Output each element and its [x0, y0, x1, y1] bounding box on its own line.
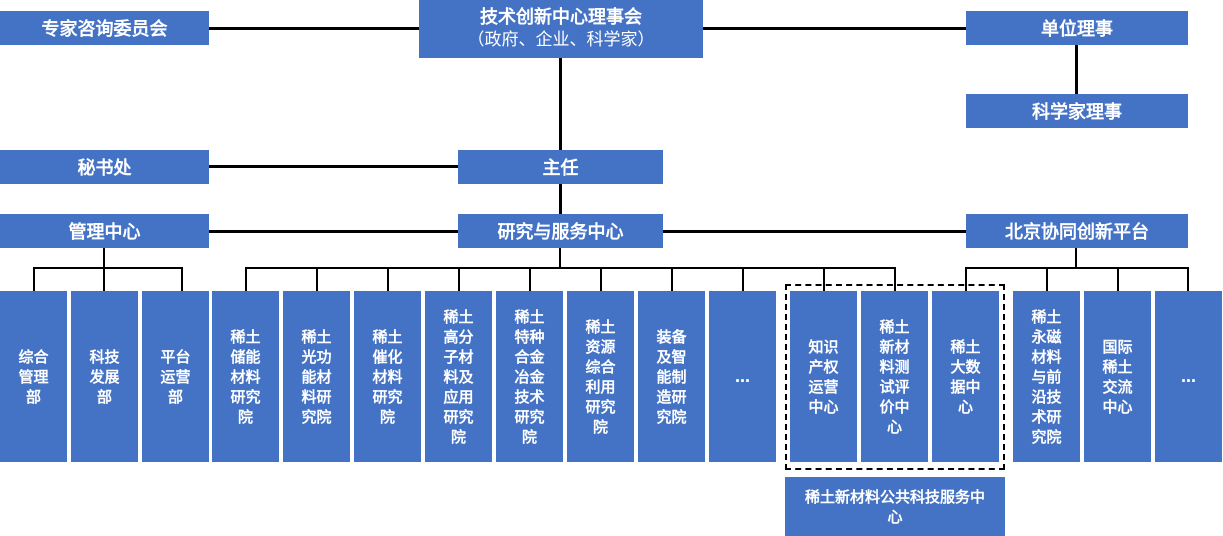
management-department-box: 科技发展部 — [71, 291, 138, 462]
connector-line — [33, 267, 35, 291]
management-department-box: 平台运营部 — [142, 291, 209, 462]
connector-line — [458, 267, 460, 291]
research-institute-box: 稀土光功能材料研究院 — [283, 291, 350, 462]
research-institute-label: 稀土高分子材料及应用研究院 — [443, 307, 474, 446]
connector-line — [894, 267, 896, 291]
connector-line — [316, 267, 318, 291]
expert-committee-label: 专家咨询委员会 — [41, 19, 168, 40]
connector-line — [209, 27, 419, 30]
beijing-unit-label: 国际稀土交流中心 — [1102, 337, 1133, 416]
council-title: 技术创新中心理事会 — [480, 7, 642, 28]
management-center-label: 管理中心 — [68, 222, 141, 243]
beijing-unit-label: … — [1181, 367, 1196, 386]
beijing-unit-box: … — [1155, 291, 1222, 462]
research-institute-box: 稀土资源综合利用研究院 — [567, 291, 634, 462]
beijing-platform-label: 北京协同创新平台 — [1005, 222, 1149, 243]
research-institute-box: 稀土储能材料研究院 — [212, 291, 279, 462]
research-institute-label: 稀土储能材料研究院 — [230, 327, 261, 426]
secretariat-label: 秘书处 — [77, 158, 132, 179]
service-center-box: 稀土大数据中心 — [932, 291, 999, 462]
connector-line — [965, 267, 1189, 269]
connector-line — [1117, 267, 1119, 291]
connector-line — [209, 230, 458, 233]
connector-line — [245, 267, 896, 269]
research-institute-label: 稀土资源综合利用研究院 — [585, 317, 616, 436]
research-institute-label: 稀土特种合金冶金技术研究院 — [514, 307, 545, 446]
scientist-board-label: 科学家理事 — [1032, 102, 1122, 123]
connector-line — [559, 247, 561, 268]
research-institute-box: 稀土高分子材料及应用研究院 — [425, 291, 492, 462]
service-center-label: 稀土新材料测试评价中心 — [879, 317, 910, 436]
connector-line — [245, 267, 247, 291]
connector-line — [559, 183, 562, 214]
beijing-unit-box: 国际稀土交流中心 — [1084, 291, 1151, 462]
council-box: 技术创新中心理事会 （政府、企业、科学家） — [419, 0, 703, 58]
connector-line — [181, 267, 183, 291]
connector-line — [1187, 267, 1189, 291]
connector-line — [103, 267, 105, 291]
public-service-center-box: 稀土新材料公共科技服务中心 — [785, 477, 1005, 536]
director-label: 主任 — [542, 158, 579, 179]
research-institute-box: 稀土特种合金冶金技术研究院 — [496, 291, 563, 462]
connector-line — [965, 267, 967, 291]
management-center-box: 管理中心 — [0, 214, 209, 248]
council-subtitle: （政府、企业、科学家） — [467, 30, 655, 50]
connector-line — [529, 267, 531, 291]
management-department-label: 平台运营部 — [160, 347, 191, 406]
connector-line — [703, 27, 966, 30]
connector-line — [1075, 45, 1078, 94]
research-institute-box: … — [709, 291, 776, 462]
beijing-unit-box: 稀土永磁材料与前沿技术研究院 — [1013, 291, 1080, 462]
public-service-center-label: 稀土新材料公共科技服务中心 — [804, 487, 985, 526]
connector-line — [663, 230, 966, 233]
service-center-label: 稀土大数据中心 — [950, 337, 981, 416]
unit-board-label: 单位理事 — [1041, 19, 1113, 40]
connector-line — [823, 267, 825, 291]
management-department-label: 综合管理部 — [18, 347, 49, 406]
connector-line — [559, 58, 562, 150]
research-service-center-box: 研究与服务中心 — [458, 214, 663, 248]
connector-line — [671, 267, 673, 291]
connector-line — [600, 267, 602, 291]
connector-line — [33, 267, 183, 269]
research-service-center-label: 研究与服务中心 — [497, 222, 624, 243]
director-box: 主任 — [458, 150, 663, 184]
scientist-board-box: 科学家理事 — [966, 94, 1188, 128]
connector-line — [1075, 247, 1077, 268]
expert-committee-box: 专家咨询委员会 — [0, 11, 209, 45]
service-center-box: 稀土新材料测试评价中心 — [861, 291, 928, 462]
connector-line — [209, 165, 458, 168]
beijing-platform-box: 北京协同创新平台 — [966, 214, 1188, 248]
connector-line — [742, 267, 744, 291]
secretariat-box: 秘书处 — [0, 150, 209, 184]
research-institute-label: 稀土光功能材料研究院 — [301, 327, 332, 426]
connector-line — [1046, 267, 1048, 291]
research-institute-label: 稀土催化材料研究院 — [372, 327, 403, 426]
service-center-box: 知识产权运营中心 — [790, 291, 857, 462]
beijing-unit-label: 稀土永磁材料与前沿技术研究院 — [1031, 307, 1062, 446]
research-institute-box: 稀土催化材料研究院 — [354, 291, 421, 462]
research-institute-box: 装备及智能制造研究院 — [638, 291, 705, 462]
unit-board-box: 单位理事 — [966, 11, 1188, 45]
connector-line — [103, 247, 105, 268]
connector-line — [387, 267, 389, 291]
management-department-box: 综合管理部 — [0, 291, 67, 462]
research-institute-label: … — [735, 367, 750, 386]
research-institute-label: 装备及智能制造研究院 — [656, 327, 687, 426]
service-center-label: 知识产权运营中心 — [808, 337, 839, 416]
management-department-label: 科技发展部 — [89, 347, 120, 406]
public-service-group-outline — [785, 284, 1005, 470]
